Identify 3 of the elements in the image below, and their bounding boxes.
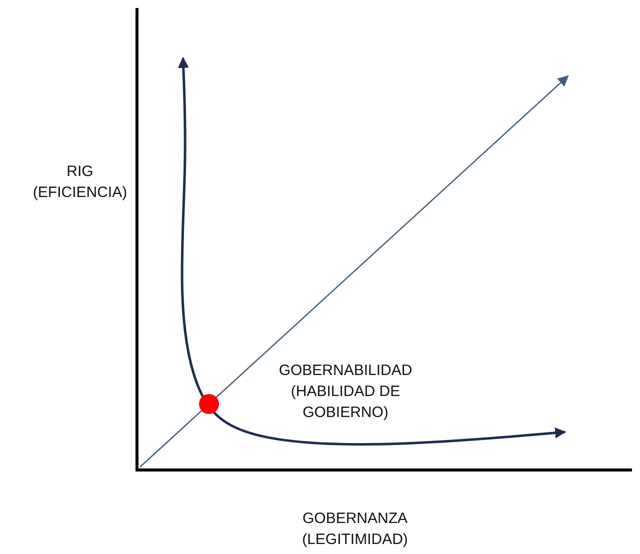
- axis-label: GOBERNANZA (LEGITIMIDAD): [301, 509, 409, 550]
- annotation-text: GOBERNABILIDAD (HABILIDAD DE GOBIERNO): [278, 361, 414, 423]
- axis-label: RIG (EFICIENCIA): [32, 162, 128, 203]
